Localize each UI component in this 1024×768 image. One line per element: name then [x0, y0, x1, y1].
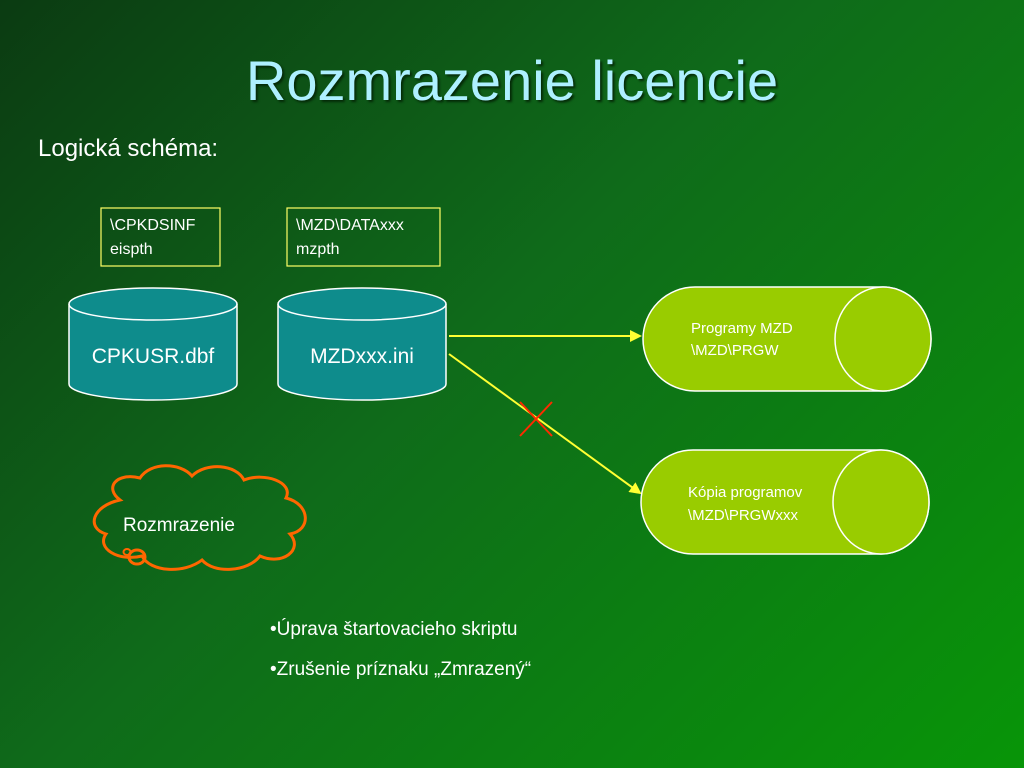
cross-icon: [519, 401, 553, 437]
path-box-cpkdsinf-line1: \CPKDSINF: [110, 217, 196, 234]
database-cpkusr: CPKUSR.dbf: [68, 287, 238, 401]
thought-cloud: Rozmrazenie: [92, 464, 307, 571]
path-box-cpkdsinf-line2: eispth: [110, 241, 153, 258]
bullet-list: •Úprava štartovacieho skriptu •Zrušenie …: [270, 610, 531, 690]
target-copy-line1: Kópia programov: [688, 484, 803, 501]
path-box-mzd-data: \MZD\DATAxxx mzpth: [286, 207, 441, 267]
database-mzd: MZDxxx.ini: [277, 287, 447, 401]
path-box-cpkdsinf: \CPKDSINF eispth: [100, 207, 221, 267]
target-programs: Programy MZD \MZD\PRGW: [642, 286, 932, 392]
database-mzd-label: MZDxxx.ini: [310, 345, 414, 368]
thought-cloud-label: Rozmrazenie: [123, 515, 235, 536]
slide-title: Rozmrazenie licencie: [245, 49, 779, 112]
target-programs-line2: \MZD\PRGW: [691, 342, 779, 359]
arrow-to-copy: [448, 353, 642, 495]
slide-subtitle: Logická schéma:: [38, 135, 219, 162]
target-copy: Kópia programov \MZD\PRGWxxx: [640, 449, 930, 555]
target-programs-line1: Programy MZD: [691, 320, 793, 337]
bullet-item: •Zrušenie príznaku „Zmrazený“: [270, 659, 532, 680]
target-copy-line2: \MZD\PRGWxxx: [688, 507, 798, 524]
path-box-mzd-data-line1: \MZD\DATAxxx: [296, 217, 404, 234]
database-cpkusr-label: CPKUSR.dbf: [92, 345, 215, 368]
path-box-mzd-data-line2: mzpth: [296, 241, 340, 258]
bullet-item: •Úprava štartovacieho skriptu: [270, 619, 518, 640]
